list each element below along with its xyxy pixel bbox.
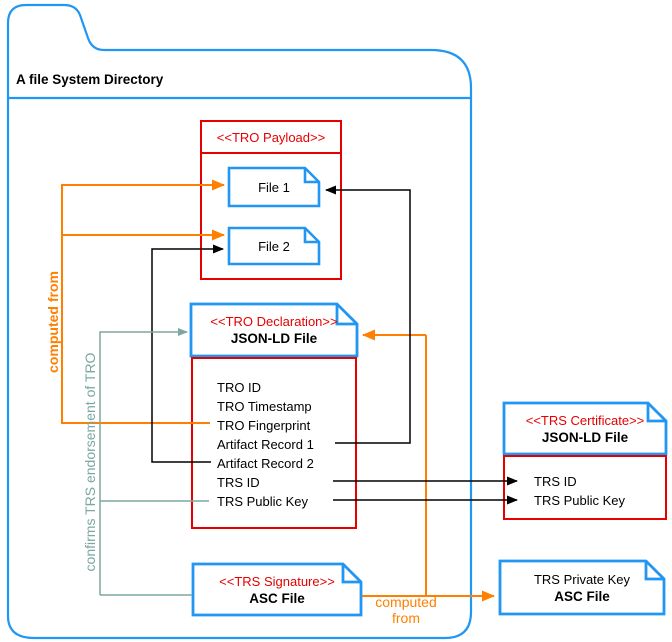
tro-declaration-filetype: JSON-LD File [230, 331, 318, 346]
declaration-row: TRO Timestamp [217, 399, 312, 414]
trs-certificate-filetype: JSON-LD File [541, 429, 629, 445]
file1-node: File 1 [227, 166, 321, 208]
certificate-row: TRS ID [534, 474, 577, 489]
tro-declaration-list: TRO ID TRO Timestamp TRO Fingerprint Art… [191, 357, 357, 529]
label-computed-from-left: computed from [45, 271, 61, 373]
trs-private-key-title: TRS Private Key [533, 571, 631, 587]
file-icon [502, 401, 668, 456]
tro-declaration-header: <<TRO Declaration>> JSON-LD File [189, 302, 359, 358]
tro-payload-stereotype: <<TRO Payload>> [202, 122, 340, 154]
trs-private-key-filetype: ASC File [554, 588, 610, 604]
trs-private-key-node: TRS Private Key ASC File [498, 559, 666, 616]
trs-certificate-stereotype: <<TRS Certificate>> [525, 412, 645, 428]
declaration-row: TRO Fingerprint [217, 418, 311, 433]
tro-declaration-stereotype: <<TRO Declaration>> [210, 314, 338, 329]
note-fold-icon [644, 561, 664, 581]
declaration-row: Artifact Record 2 [217, 456, 314, 471]
declaration-row: Artifact Record 1 [217, 437, 314, 452]
label-confirms-endorsement: confirms TRS endorsement of TRO [82, 352, 98, 572]
declaration-row: TRS Public Key [217, 494, 309, 509]
declaration-row: TRS ID [217, 475, 260, 490]
trs-signature-filetype: ASC File [249, 590, 305, 606]
trs-signature-node: <<TRS Signature>> ASC File [191, 562, 363, 617]
trs-certificate-list: TRS ID TRS Public Key [503, 455, 667, 520]
file-icon [498, 559, 666, 616]
trs-signature-stereotype: <<TRS Signature>> [219, 573, 335, 589]
trs-certificate-header: <<TRS Certificate>> JSON-LD File [502, 401, 668, 456]
file2-node: File 2 [227, 226, 321, 266]
edge-confirms-to-declaration [99, 328, 188, 595]
certificate-row: TRS Public Key [534, 493, 626, 508]
label-computed-from-bottom: computed from [375, 594, 437, 626]
file2-label: File 2 [258, 238, 290, 254]
note-fold-icon [646, 403, 666, 423]
declaration-row: TRO ID [217, 380, 262, 395]
file1-label: File 1 [258, 179, 290, 195]
folder-title: A file System Directory [16, 72, 164, 87]
